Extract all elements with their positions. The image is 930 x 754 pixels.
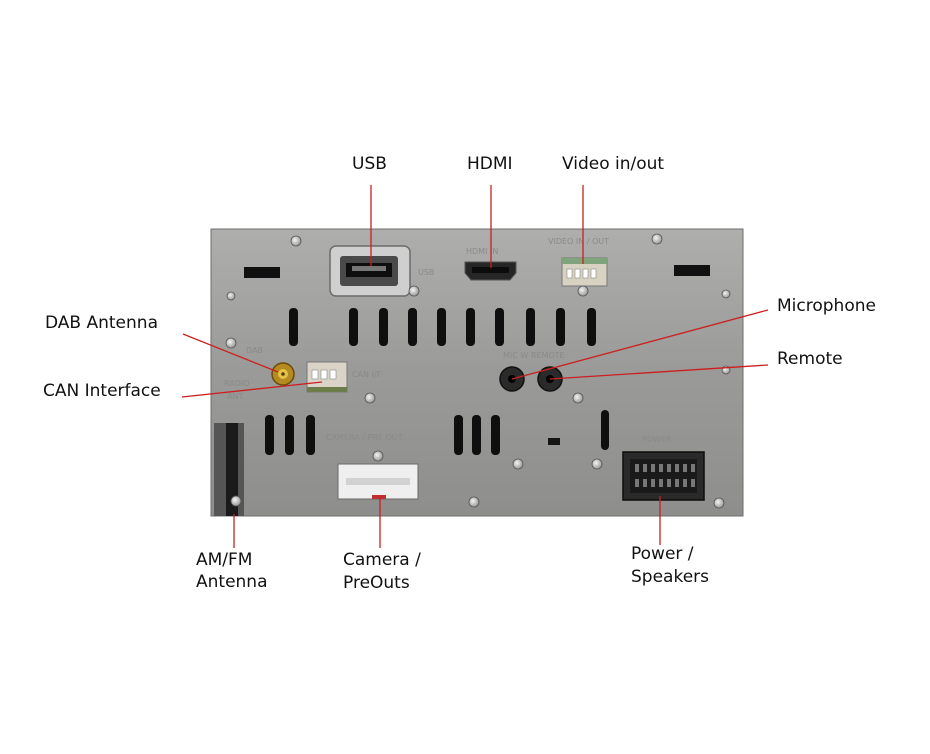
callout-hdmi: HDMI <box>467 154 513 174</box>
leader-remote <box>549 364 769 380</box>
dab-marking: DAB <box>246 346 263 355</box>
usb-port <box>329 245 411 297</box>
am-fm-antenna-cable <box>226 423 238 516</box>
callout-power-line1: Power / <box>631 544 694 564</box>
video-connector <box>561 257 608 287</box>
leader-dab <box>182 333 279 373</box>
vent-slot-top-left <box>244 267 280 278</box>
power-speakers-connector <box>622 451 705 501</box>
upper-vent-slots <box>289 308 596 346</box>
leader-lines <box>181 185 769 548</box>
vent-slot-top-right <box>674 265 710 276</box>
callout-can-interface: CAN Interface <box>43 381 161 401</box>
mic-remote-marking: MIC W REMOTE <box>503 351 565 360</box>
callout-video-in-out: Video in/out <box>562 154 665 174</box>
camera-preout-connector <box>337 463 419 500</box>
callout-camera-line2: PreOuts <box>343 573 410 593</box>
screws <box>225 233 731 509</box>
can-if-marking: CAN I/F <box>352 370 382 379</box>
callout-remote: Remote <box>777 349 843 369</box>
callout-microphone: Microphone <box>777 296 876 316</box>
radio-marking: RADIO <box>224 379 250 388</box>
power-marking: POWER <box>642 435 672 444</box>
callout-usb: USB <box>352 154 387 174</box>
hdmi-port <box>464 261 517 281</box>
video-in-out-marking: VIDEO IN / OUT <box>548 237 609 246</box>
vent-slot-diagonal <box>601 410 609 450</box>
leader-microphone <box>511 309 769 380</box>
usb-marking: USB <box>418 268 434 277</box>
lower-vent-slots-left <box>265 415 315 455</box>
callout-am-fm-line2: Antenna <box>196 572 268 592</box>
dab-antenna-connector <box>271 362 295 386</box>
lower-vent-slots-center <box>454 415 500 455</box>
hdmi-in-marking: HDMI IN <box>466 247 498 256</box>
callout-am-fm-line1: AM/FM <box>196 550 253 570</box>
small-port <box>548 438 560 445</box>
callout-dab-antenna: DAB Antenna <box>45 313 158 333</box>
camera-pre-out-marking: CAMERA / PRE OUT <box>326 433 403 442</box>
ant-marking: ANT. <box>227 392 245 401</box>
callout-power-line2: Speakers <box>631 567 710 587</box>
leader-can <box>181 381 323 398</box>
callout-camera-line1: Camera / <box>343 550 421 570</box>
can-interface-connector <box>306 361 348 393</box>
